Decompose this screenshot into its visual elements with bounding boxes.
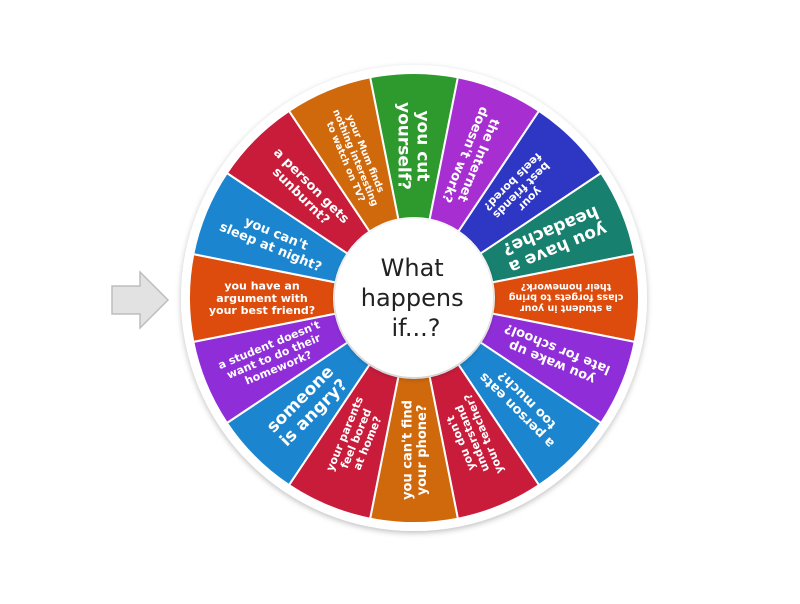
- segment-label-line: yourself?: [394, 102, 414, 190]
- segment-label-line: their homework?: [521, 281, 611, 292]
- hub-label-line-1: What: [381, 254, 444, 282]
- wheel-hub[interactable]: [335, 219, 493, 377]
- wheel-segment-label-1: you cutyourself?: [394, 102, 433, 190]
- wheel-segment-16[interactable]: [287, 76, 400, 233]
- segment-label-line: you have an: [224, 280, 299, 293]
- wheel-segment-12[interactable]: [192, 312, 349, 425]
- wheel-segments[interactable]: you cutyourself?the Internetdoesn't work…: [188, 72, 640, 524]
- wheel-segment-label-5: a student in yourclass forgets to bringt…: [509, 281, 624, 313]
- pointer-arrow-icon: [111, 270, 170, 330]
- segment-label-line: class forgets to bring: [509, 292, 624, 303]
- wheel-segment-6[interactable]: [479, 312, 636, 425]
- wheel-segment-8[interactable]: [428, 363, 541, 520]
- hub-label: What happens if...?: [361, 254, 472, 342]
- hub-label-line-3: if...?: [392, 314, 441, 342]
- segment-label-line: argument with: [216, 292, 307, 305]
- wheel-segment-11[interactable]: [225, 341, 371, 487]
- wheel-segment-3[interactable]: [457, 109, 603, 255]
- wheel-segment-7[interactable]: [457, 341, 603, 487]
- wheel-segment-14[interactable]: [192, 171, 349, 284]
- wheel-segment-10[interactable]: [287, 363, 400, 520]
- segment-label-line: you cut: [413, 110, 433, 181]
- wheel-segment-label-9: you can't findyour phone?: [400, 400, 430, 500]
- wheel-segment-2[interactable]: [428, 76, 541, 233]
- segment-label-line: a student in your: [520, 302, 612, 313]
- wheel-segment-15[interactable]: [225, 109, 371, 255]
- segment-label-line: you can't find: [400, 400, 415, 500]
- segment-label-line: your best friend?: [209, 304, 315, 317]
- wheel-segment-4[interactable]: [479, 171, 636, 284]
- hub-label-line-2: happens: [361, 284, 464, 312]
- segment-label-line: your phone?: [415, 405, 430, 496]
